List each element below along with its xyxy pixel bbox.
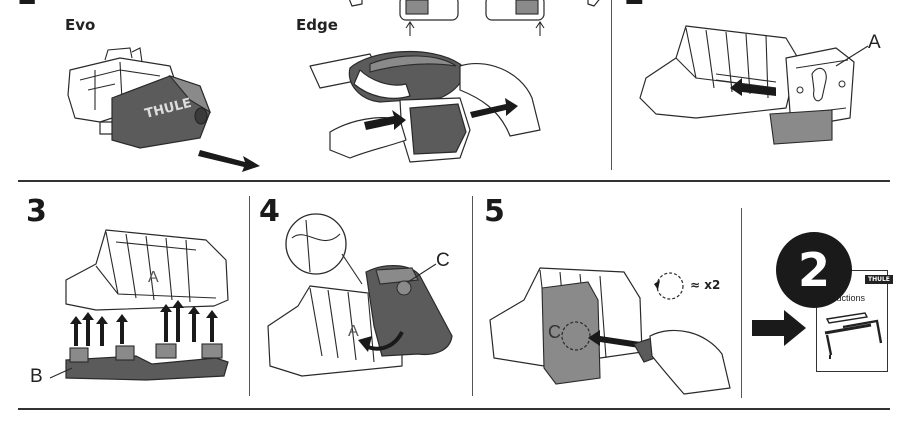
illustration-edge-top-parts <box>348 0 600 36</box>
arrow-edge-slide <box>470 98 518 118</box>
next-arrow-icon <box>752 310 806 346</box>
instructions-number: 2 <box>797 243 830 297</box>
illustration-edge-foot <box>309 50 541 163</box>
arrow-step4-rotate <box>358 336 372 352</box>
callout-c: C <box>436 250 450 271</box>
arrows-step3-up <box>70 300 218 346</box>
instructions-title: Instructions <box>819 293 866 303</box>
divider-step4-step5 <box>472 196 473 396</box>
instructions-brand: THULE <box>865 275 893 284</box>
instructions-bars-icon <box>824 312 883 359</box>
arrow-evo-remove <box>198 150 260 172</box>
label-evo: Evo <box>65 16 96 34</box>
step-number-5: 5 <box>484 194 505 229</box>
illustration-step5-assembly: C <box>489 267 731 395</box>
step-number-4: 4 <box>259 194 280 229</box>
top-divider <box>18 180 890 182</box>
callout-b: B <box>30 366 43 387</box>
callout-a: A <box>868 32 881 53</box>
callout-c-inner: C <box>548 322 561 342</box>
illustration-step4-assembly: A <box>267 213 453 377</box>
part-a-mark-2: A <box>348 323 359 340</box>
step-number-2-top: 2 <box>624 0 645 10</box>
divider-step5-next <box>741 208 742 398</box>
bottom-divider <box>18 408 890 410</box>
illustration-evo-foot: THULE <box>67 47 260 172</box>
arrow-edge-press <box>364 110 406 130</box>
illustration-step2-bracket <box>639 25 869 145</box>
step-number-1: 1 <box>16 0 37 10</box>
divider-step3-step4 <box>249 196 250 396</box>
part-a-mark: A <box>148 269 159 286</box>
step-number-3: 3 <box>26 194 47 229</box>
divider-step1-step2 <box>611 0 612 170</box>
arrow-step2-insert <box>730 78 776 96</box>
instructions-number-badge: 2 <box>776 232 852 308</box>
illustration-step3-foot: A <box>49 229 229 381</box>
times-two-label: ≈ x2 <box>690 278 721 292</box>
label-edge: Edge <box>296 16 338 34</box>
instructions-booklet: Instructions THULE <box>816 270 893 372</box>
